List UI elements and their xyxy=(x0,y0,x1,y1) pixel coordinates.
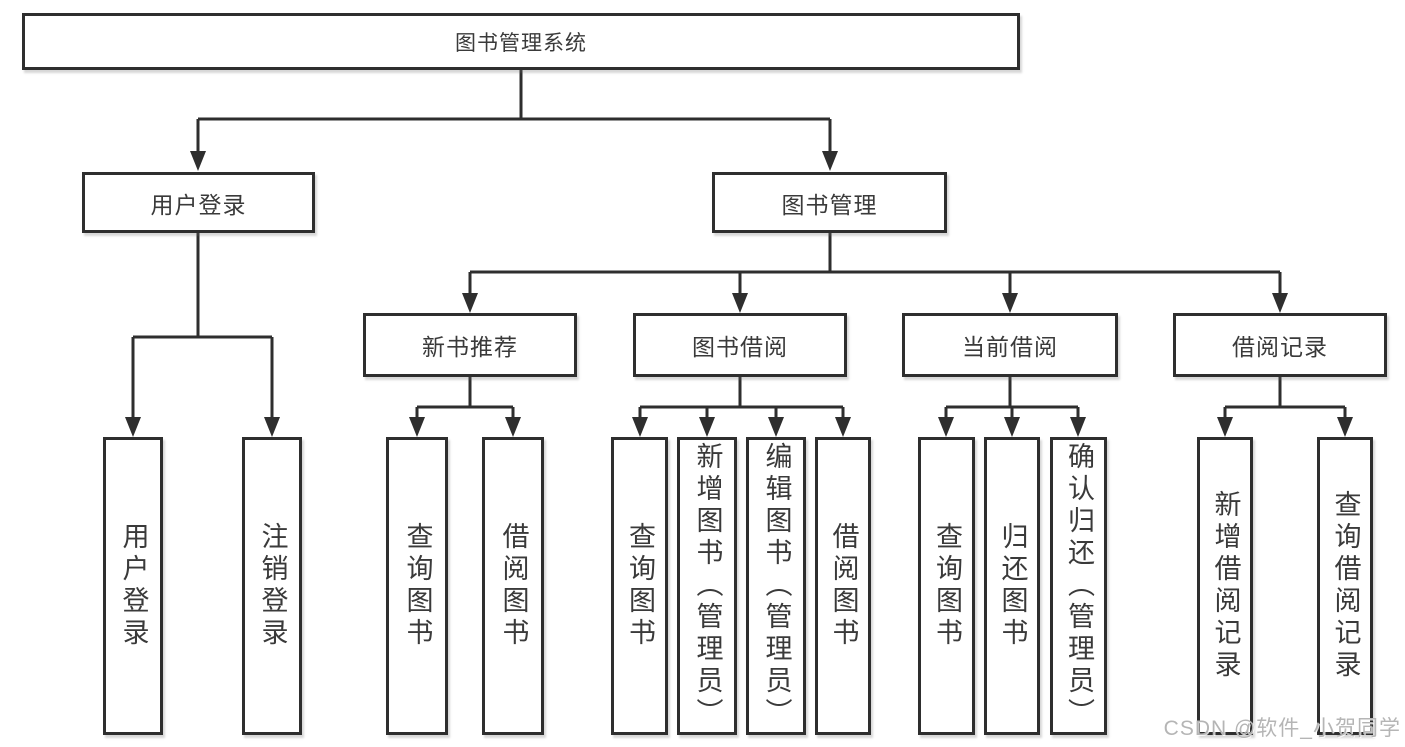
node-label: 编辑图书（管理员） xyxy=(761,442,792,730)
node-label: 查询图书 xyxy=(402,522,433,650)
node-label: 借阅图书 xyxy=(828,522,859,650)
node-label: 用户登录 xyxy=(150,191,247,218)
node-recommend-query-books: 查询图书 xyxy=(386,437,448,735)
node-label: 新增借阅记录 xyxy=(1210,490,1241,682)
node-borrowing-add-books-admin: 新增图书（管理员） xyxy=(677,437,737,735)
node-book-borrowing: 图书借阅 xyxy=(633,313,847,377)
node-current-return-books: 归还图书 xyxy=(984,437,1040,735)
node-label: 图书借阅 xyxy=(692,334,788,360)
node-label: 查询图书 xyxy=(932,522,962,650)
node-book-management: 图书管理 xyxy=(712,172,947,233)
node-label: 新增图书（管理员） xyxy=(692,442,723,730)
node-leaf-logout: 注销登录 xyxy=(242,437,302,735)
connector-user-login-children xyxy=(125,233,280,437)
node-current-query-books: 查询图书 xyxy=(918,437,975,735)
node-label: 查询图书 xyxy=(625,522,655,650)
connector-borrow-records-children xyxy=(1217,377,1353,437)
connector-root-to-level2 xyxy=(190,70,838,171)
node-label: 用户登录 xyxy=(118,522,149,650)
connector-book-mgmt-children xyxy=(462,233,1288,313)
csdn-watermark: CSDN @软件_小贺同学 xyxy=(1163,717,1401,740)
node-current-confirm-return-admin: 确认归还（管理员） xyxy=(1050,437,1107,735)
node-borrowing-borrow-books: 借阅图书 xyxy=(815,437,871,735)
node-borrowing-records: 借阅记录 xyxy=(1173,313,1387,377)
node-label: 确认归还（管理员） xyxy=(1064,442,1094,730)
node-label: 新书推荐 xyxy=(422,334,518,360)
node-label: 图书管理 xyxy=(781,191,878,218)
connector-new-book-rec-children xyxy=(409,377,521,437)
node-book-management-system: 图书管理系统 xyxy=(22,13,1020,70)
connector-book-borrow-children xyxy=(632,377,851,437)
node-user-login: 用户登录 xyxy=(82,172,315,233)
node-records-query-record: 查询借阅记录 xyxy=(1317,437,1373,735)
connector-current-borrow-children xyxy=(938,377,1086,437)
node-borrowing-edit-books-admin: 编辑图书（管理员） xyxy=(746,437,806,735)
node-label: 注销登录 xyxy=(257,522,288,650)
node-recommend-borrow-books: 借阅图书 xyxy=(482,437,544,735)
node-new-book-recommend: 新书推荐 xyxy=(363,313,577,377)
node-label: 借阅记录 xyxy=(1232,334,1328,360)
node-label: 借阅图书 xyxy=(498,522,529,650)
node-leaf-user-login: 用户登录 xyxy=(103,437,163,735)
node-records-add-record: 新增借阅记录 xyxy=(1197,437,1253,735)
node-label: 查询借阅记录 xyxy=(1330,490,1361,682)
node-label: 当前借阅 xyxy=(962,334,1058,360)
node-label: 归还图书 xyxy=(997,522,1028,650)
node-current-borrowing: 当前借阅 xyxy=(902,313,1118,377)
node-borrowing-query-books: 查询图书 xyxy=(611,437,668,735)
node-label: 图书管理系统 xyxy=(455,31,587,55)
